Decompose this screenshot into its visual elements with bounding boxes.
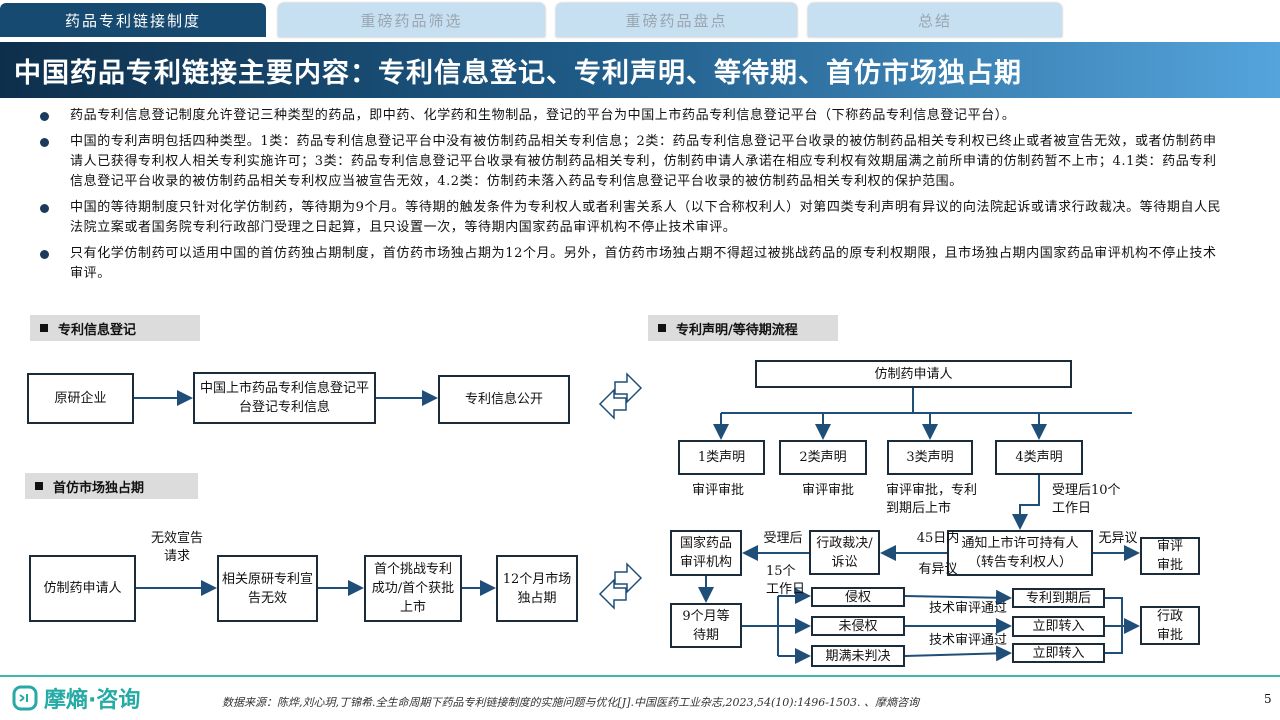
box-review-approval: 审评审批 — [1140, 537, 1200, 575]
box-registration-platform: 中国上市药品专利信息登记平台登记专利信息 — [193, 372, 376, 424]
box-type-3: 3类声明 — [887, 440, 973, 475]
label-invalidation-request: 无效宣告请求 — [150, 531, 203, 564]
label-objection: 有异议 — [918, 562, 958, 577]
label-no-objection: 无异议 — [1098, 531, 1138, 546]
logo-icon — [12, 685, 38, 711]
label-45-days: 45日内 — [916, 531, 960, 546]
label-type4-timing: 受理后10个工作日 — [1052, 483, 1121, 516]
bullet-item: 只有化学仿制药可以适用中国的首仿药独占期制度，首仿药市场独占期为12个月。另外，… — [38, 244, 1228, 284]
box-cde: 国家药品审评机构 — [670, 530, 742, 576]
footer-divider — [0, 675, 1280, 677]
box-immediate-transfer: 立即转入 — [1012, 643, 1105, 663]
label-type3-result: 审评审批，专利到期后上市 — [886, 483, 978, 516]
box-type-1: 1类声明 — [678, 440, 765, 475]
label-15-workdays: 15个工作日 — [766, 564, 806, 597]
box-9-month-wait: 9个月等待期 — [670, 603, 742, 648]
bullet-item: 中国的等待期制度只针对化学仿制药，等待期为9个月。等待期的触发条件为专利权人或者… — [38, 198, 1228, 238]
label-type1-result: 审评审批 — [691, 483, 744, 498]
box-generic-applicant: 仿制药申请人 — [29, 555, 136, 622]
label-type2-result: 审评审批 — [801, 483, 854, 498]
label-tech-pass: 技术审评通过 — [928, 633, 1007, 648]
bullet-list: 药品专利信息登记制度允许登记三种类型的药品，即中药、化学药和生物制品，登记的平台… — [38, 106, 1228, 290]
data-source: 数据来源：陈烨,刘心玥,丁锦希.全生命周期下药品专利链接制度的实施问题与优化[J… — [222, 696, 919, 709]
box-after-expiry: 专利到期后 — [1012, 588, 1105, 608]
tab-drug-screening[interactable]: 重磅药品筛选 — [278, 3, 545, 37]
section-header-registration: 专利信息登记 — [30, 315, 200, 341]
box-no-ruling: 期满未判决 — [811, 645, 905, 667]
label-after-acceptance: 受理后 — [763, 531, 803, 546]
label-tech-pass: 技术审评通过 — [928, 601, 1007, 616]
box-patent-disclosure: 专利信息公开 — [438, 375, 570, 424]
box-first-challenger: 首个挑战专利成功/首个获批上市 — [364, 555, 462, 622]
logo-text: 摩熵·咨询 — [44, 688, 141, 713]
tab-patent-linkage[interactable]: 药品专利链接制度 — [0, 3, 266, 37]
box-infringe: 侵权 — [811, 587, 905, 607]
box-12-month-exclusivity: 12个月市场独占期 — [496, 555, 578, 622]
bullet-item: 药品专利信息登记制度允许登记三种类型的药品，即中药、化学药和生物制品，登记的平台… — [38, 106, 1228, 126]
tab-summary[interactable]: 总结 — [808, 3, 1062, 37]
brand-logo: 摩熵·咨询 — [12, 682, 140, 714]
box-admin-ruling: 行政裁决/诉讼 — [809, 530, 880, 575]
section-header-flow: 专利声明/等待期流程 — [648, 315, 838, 341]
bullet-item: 中国的专利声明包括四种类型。1类：药品专利信息登记平台中没有被仿制药品相关专利信… — [38, 132, 1228, 192]
section-header-exclusivity: 首仿市场独占期 — [25, 473, 198, 499]
page-title: 中国药品专利链接主要内容：专利信息登记、专利声明、等待期、首仿市场独占期 — [0, 42, 1280, 98]
box-applicant: 仿制药申请人 — [755, 360, 1072, 388]
page-number: 5 — [1264, 692, 1272, 706]
tab-drug-review[interactable]: 重磅药品盘点 — [556, 3, 797, 37]
box-type-4: 4类声明 — [995, 440, 1083, 475]
box-not-infringe: 未侵权 — [811, 616, 905, 636]
box-patent-invalidated: 相关原研专利宣告无效 — [217, 555, 318, 622]
double-arrow-icon — [598, 372, 643, 610]
box-type-2: 2类声明 — [779, 440, 867, 475]
box-immediate-transfer: 立即转入 — [1012, 616, 1105, 637]
box-admin-approval: 行政审批 — [1140, 606, 1200, 645]
box-originator: 原研企业 — [27, 373, 134, 424]
box-notify-holder: 通知上市许可持有人（转告专利权人） — [947, 530, 1093, 576]
